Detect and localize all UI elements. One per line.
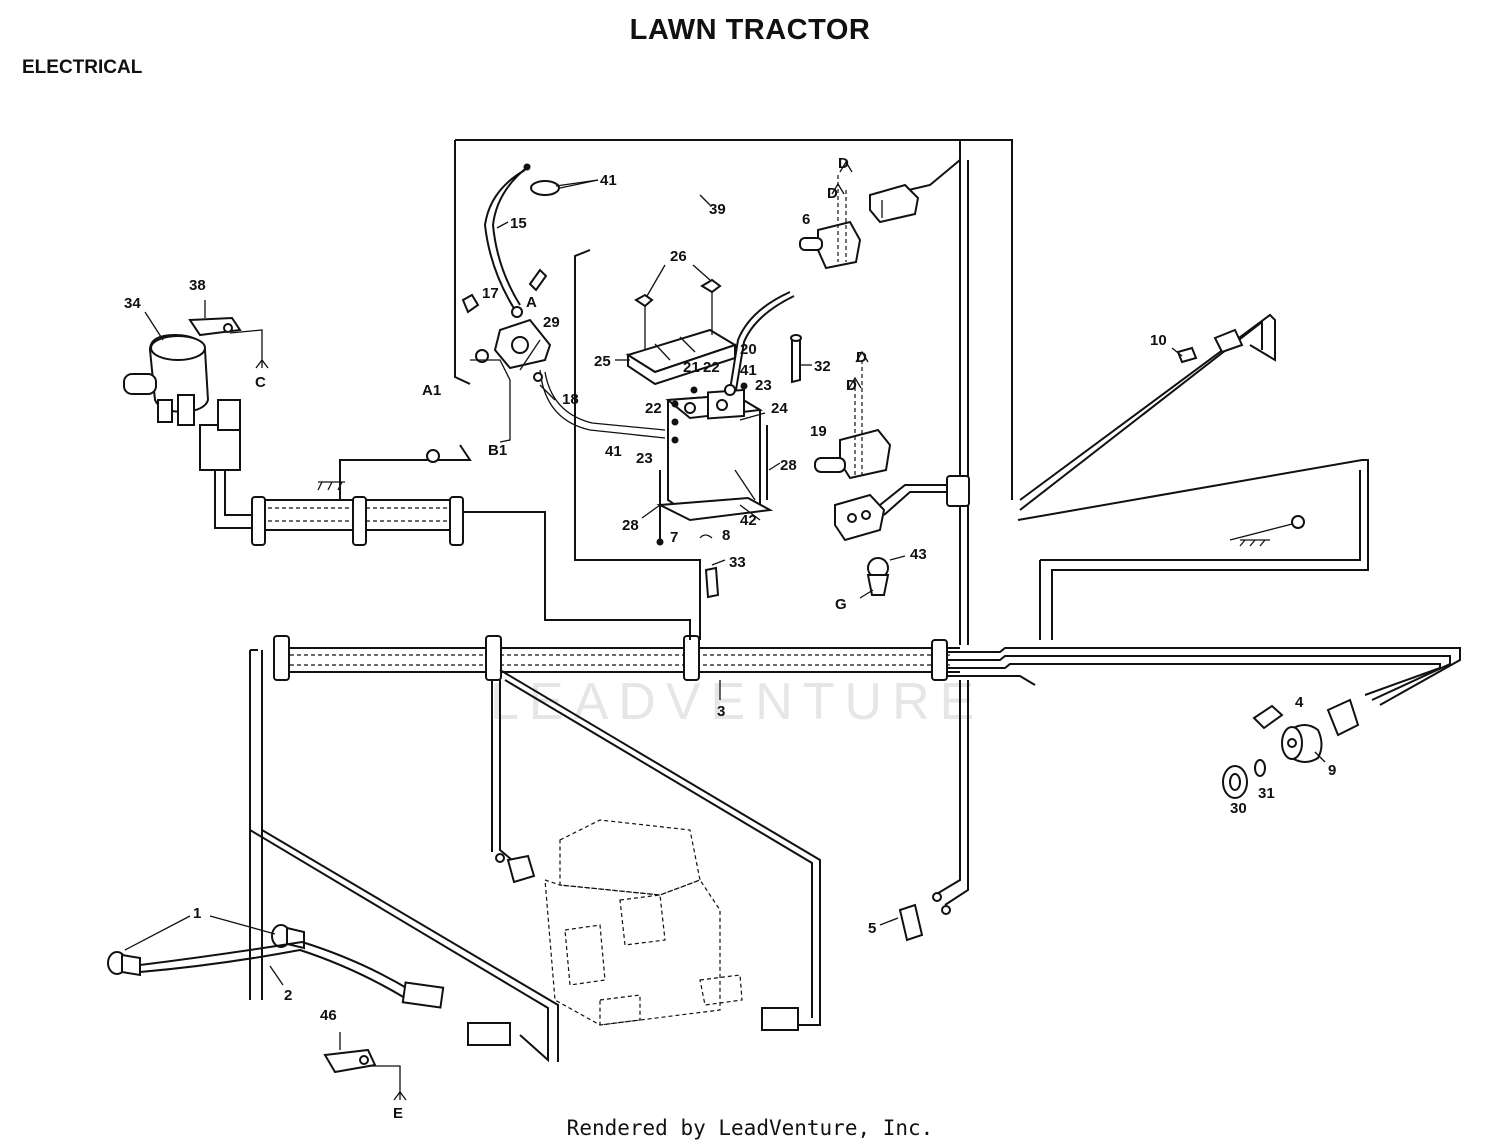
callout: 30 [1230, 800, 1247, 817]
callout: 21 [683, 359, 700, 376]
switch-5 [898, 892, 951, 942]
harness-clamp [931, 639, 948, 681]
engine-connector [495, 853, 536, 884]
reference-labels: A A1 B1 C D D D D E G [255, 155, 867, 1122]
callout: 15 [510, 215, 527, 232]
callout: 34 [124, 295, 141, 312]
callout: 41 [740, 362, 757, 379]
connector-19-plug [834, 475, 970, 542]
callout: 38 [189, 277, 206, 294]
callout: 4 [1295, 694, 1304, 711]
ref-letter: D [856, 349, 867, 366]
ref-letter: B1 [488, 442, 507, 459]
connector-10 [1176, 328, 1244, 364]
callout: 33 [729, 554, 746, 571]
callout: 43 [910, 546, 927, 563]
callout: 5 [868, 920, 876, 937]
bracket-38 [188, 300, 269, 369]
battery-cable-20 [671, 291, 795, 444]
callout: 32 [814, 358, 831, 375]
upper-left-harness [214, 444, 691, 640]
callout: 10 [1150, 332, 1167, 349]
harness-clamp [683, 635, 700, 681]
switch-19 [814, 350, 892, 480]
nut-30 [1222, 765, 1248, 799]
section-label: ELECTRICAL [22, 57, 143, 78]
callout: 28 [780, 457, 797, 474]
callout: 7 [670, 529, 678, 546]
callout: 23 [755, 377, 772, 394]
callout: 18 [562, 391, 579, 408]
ref-letter: A [526, 294, 537, 311]
callout: 26 [670, 248, 687, 265]
headlight-harness-2 [107, 915, 445, 1009]
key-4 [1252, 704, 1284, 730]
hose-33 [704, 566, 720, 599]
footer-credit: Rendered by LeadVenture, Inc. [566, 1116, 934, 1140]
callout: 6 [802, 211, 810, 228]
callout: 46 [320, 1007, 337, 1024]
page-title: LAWN TRACTOR [629, 14, 871, 46]
bracket-46 [323, 1032, 407, 1101]
ignition-coil-34 [123, 311, 241, 471]
callout: 25 [594, 353, 611, 370]
ref-letter: G [835, 596, 847, 613]
ref-letter: E [393, 1105, 403, 1122]
switch-6 [799, 160, 862, 270]
callout: 3 [717, 703, 725, 720]
callout: 9 [1328, 762, 1336, 779]
harness-clamp [485, 635, 502, 681]
ref-letter: D [838, 155, 849, 172]
starter-solenoid-29 [461, 268, 666, 443]
callout: 17 [482, 285, 499, 302]
battery-24 [656, 388, 774, 599]
ref-letter: D [827, 185, 838, 202]
callout: 29 [543, 314, 560, 331]
callout: 22 [703, 359, 720, 376]
main-harness [249, 140, 1461, 1063]
frame-outline [454, 139, 1013, 640]
callout: 41 [605, 443, 622, 460]
terminal-cover-41 [530, 180, 560, 196]
connector-upper-right [869, 183, 920, 224]
battery-tray-7 [656, 496, 774, 522]
leader-lines [519, 179, 1326, 926]
terminal-32 [790, 334, 802, 384]
callout: 39 [709, 201, 726, 218]
plug-lower-left [467, 1022, 511, 1046]
callout: 20 [740, 341, 757, 358]
watermark: LEADVENTURE [490, 673, 985, 731]
callout: 19 [810, 423, 827, 440]
callout: 8 [722, 527, 730, 544]
engine-outline [544, 819, 743, 1026]
plug-lower-right [761, 1007, 799, 1031]
ref-letter: D [846, 377, 857, 394]
harness-clamp [273, 635, 290, 681]
callout: 23 [636, 450, 653, 467]
callout: 24 [771, 400, 788, 417]
ref-letter: C [255, 374, 266, 391]
ref-letter: A1 [422, 382, 441, 399]
callout: 22 [645, 400, 662, 417]
callout: 28 [622, 517, 639, 534]
callout: 1 [193, 905, 201, 922]
key-switch-9 [1281, 698, 1360, 763]
battery-cable-15 [483, 163, 599, 318]
callout-labels: 1 2 3 4 5 6 7 8 9 10 15 17 18 19 20 21 2… [124, 172, 1336, 1024]
callout: 42 [740, 512, 757, 529]
clip-43 [866, 555, 906, 596]
callout: 31 [1258, 785, 1275, 802]
callout: 41 [600, 172, 617, 189]
washer-31 [1254, 759, 1266, 777]
callout: 2 [284, 987, 292, 1004]
